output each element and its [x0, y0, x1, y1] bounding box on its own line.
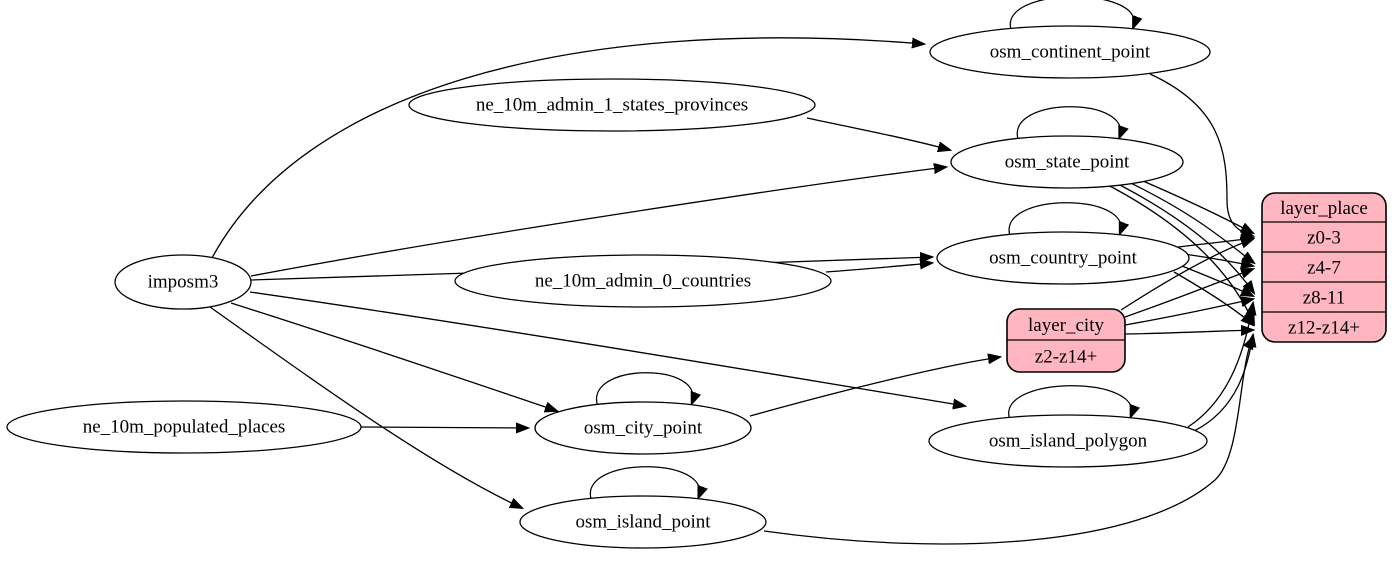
record-node-layer-place: layer_place z0-3 z4-7 z8-11 z12-z14+: [1261, 192, 1387, 343]
node-osm-state-point: osm_state_point: [950, 135, 1184, 189]
record-row-layer-city-z2-z14-: z2-z14+: [1035, 347, 1097, 368]
node-shape-osm-country-point: [936, 231, 1190, 285]
self-loop-osm-island-point: [589, 466, 699, 500]
edge-ne-10m-admin-1-states-provinces-to-osm-state-point: [806, 117, 950, 150]
edge-osm-country-point-to-layer-place-z8-11: [1181, 265, 1253, 296]
node-shape-imposm3: [114, 254, 252, 310]
self-loop-osm-country-point: [1008, 202, 1121, 236]
self-loop-osm-state-point: [1016, 106, 1120, 140]
record-title-layer-city: layer_city: [1028, 315, 1104, 336]
node-shape-osm-island-point: [519, 495, 767, 549]
edge-osm-state-point-to-layer-place-z0-3: [1121, 171, 1253, 233]
node-label-imposm3: imposm3: [148, 272, 219, 293]
node-label-ne-10m-admin-1-states-provinces: ne_10m_admin_1_states_provinces: [476, 95, 748, 116]
node-osm-city-point: osm_city_point: [534, 401, 752, 455]
nodes-layer: imposm3 ne_10m_admin_1_states_provincesne…: [6, 25, 1387, 549]
edge-imposm3-to-osm-city-point: [230, 302, 557, 411]
record-row-layer-place-z12-z14-: z12-z14+: [1288, 318, 1360, 339]
edge-osm-country-point-to-layer-place-z12-z14-: [1173, 271, 1253, 325]
node-ne-10m-admin-0-countries: ne_10m_admin_0_countries: [454, 254, 832, 308]
node-ne-10m-populated-places: ne_10m_populated_places: [6, 400, 362, 454]
edge-osm-country-point-to-layer-place-z0-3: [1177, 238, 1253, 248]
node-label-osm-continent-point: osm_continent_point: [990, 42, 1151, 63]
edge-osm-island-polygon-to-layer-place-z8-11: [1187, 303, 1253, 428]
record-box-layer-place: [1261, 192, 1387, 343]
edge-osm-continent-point-to-layer-place-z0-3: [1149, 73, 1253, 236]
node-label-osm-country-point: osm_country_point: [989, 248, 1137, 269]
node-osm-continent-point: osm_continent_point: [929, 25, 1211, 79]
node-shape-osm-island-polygon: [928, 414, 1208, 468]
edges-layer: [209, 0, 1254, 545]
self-loop-osm-city-point: [595, 372, 693, 406]
node-ne-10m-admin-1-states-provinces: ne_10m_admin_1_states_provinces: [408, 78, 816, 132]
self-loop-osm-continent-point: [1009, 0, 1134, 30]
record-row-layer-place-z4-7: z4-7: [1307, 258, 1341, 279]
node-label-osm-state-point: osm_state_point: [1005, 152, 1130, 173]
node-imposm3: imposm3: [114, 254, 252, 310]
node-label-osm-island-point: osm_island_point: [575, 512, 711, 533]
record-row-layer-place-z8-11: z8-11: [1303, 288, 1346, 309]
node-osm-island-point: osm_island_point: [519, 495, 767, 549]
node-shape-osm-continent-point: [929, 25, 1211, 79]
node-osm-island-polygon: osm_island_polygon: [928, 414, 1208, 468]
node-label-osm-city-point: osm_city_point: [584, 418, 703, 439]
edge-ne-10m-admin-0-countries-to-osm-country-point: [825, 263, 932, 273]
edge-imposm3-to-osm-state-point: [250, 167, 946, 277]
edge-imposm3-to-osm-continent-point: [211, 37, 924, 259]
edge-ne-10m-populated-places-to-osm-city-point: [360, 427, 528, 428]
edge-imposm3-to-osm-island-point: [209, 306, 522, 508]
node-shape-ne-10m-admin-1-states-provinces: [408, 78, 816, 132]
self-loop-osm-island-polygon: [1008, 385, 1132, 419]
node-label-ne-10m-populated-places: ne_10m_populated_places: [83, 417, 286, 438]
edge-layer-city-to-layer-place-z4-7: [1124, 269, 1253, 318]
record-row-layer-place-z0-3: z0-3: [1307, 228, 1341, 249]
node-label-ne-10m-admin-0-countries: ne_10m_admin_0_countries: [535, 271, 751, 292]
record-node-layer-city: layer_city z2-z14+: [1006, 308, 1126, 373]
edge-imposm3-to-osm-island-polygon: [249, 291, 965, 406]
edge-osm-state-point-to-layer-place-z4-7: [1115, 175, 1254, 263]
node-label-osm-island-polygon: osm_island_polygon: [989, 431, 1148, 452]
node-shape-osm-state-point: [950, 135, 1184, 189]
edge-osm-island-polygon-to-layer-place-z12-z14-: [1193, 335, 1253, 432]
edge-osm-state-point-to-layer-place-z8-11: [1109, 179, 1254, 293]
node-shape-ne-10m-populated-places: [6, 400, 362, 454]
node-shape-osm-city-point: [534, 401, 752, 455]
record-title-layer-place: layer_place: [1280, 198, 1368, 219]
edge-osm-island-point-to-layer-place-z12-z14-: [763, 337, 1253, 545]
edge-osm-country-point-to-layer-place-z4-7: [1183, 253, 1253, 266]
node-shape-ne-10m-admin-0-countries: [454, 254, 832, 308]
edge-layer-city-to-layer-place-z12-z14-: [1124, 330, 1253, 334]
edge-osm-city-point-to-layer-city-z2-z14-: [749, 357, 1000, 417]
edge-layer-city-to-layer-place-z8-11: [1124, 299, 1253, 326]
node-osm-country-point: osm_country_point: [936, 231, 1190, 285]
